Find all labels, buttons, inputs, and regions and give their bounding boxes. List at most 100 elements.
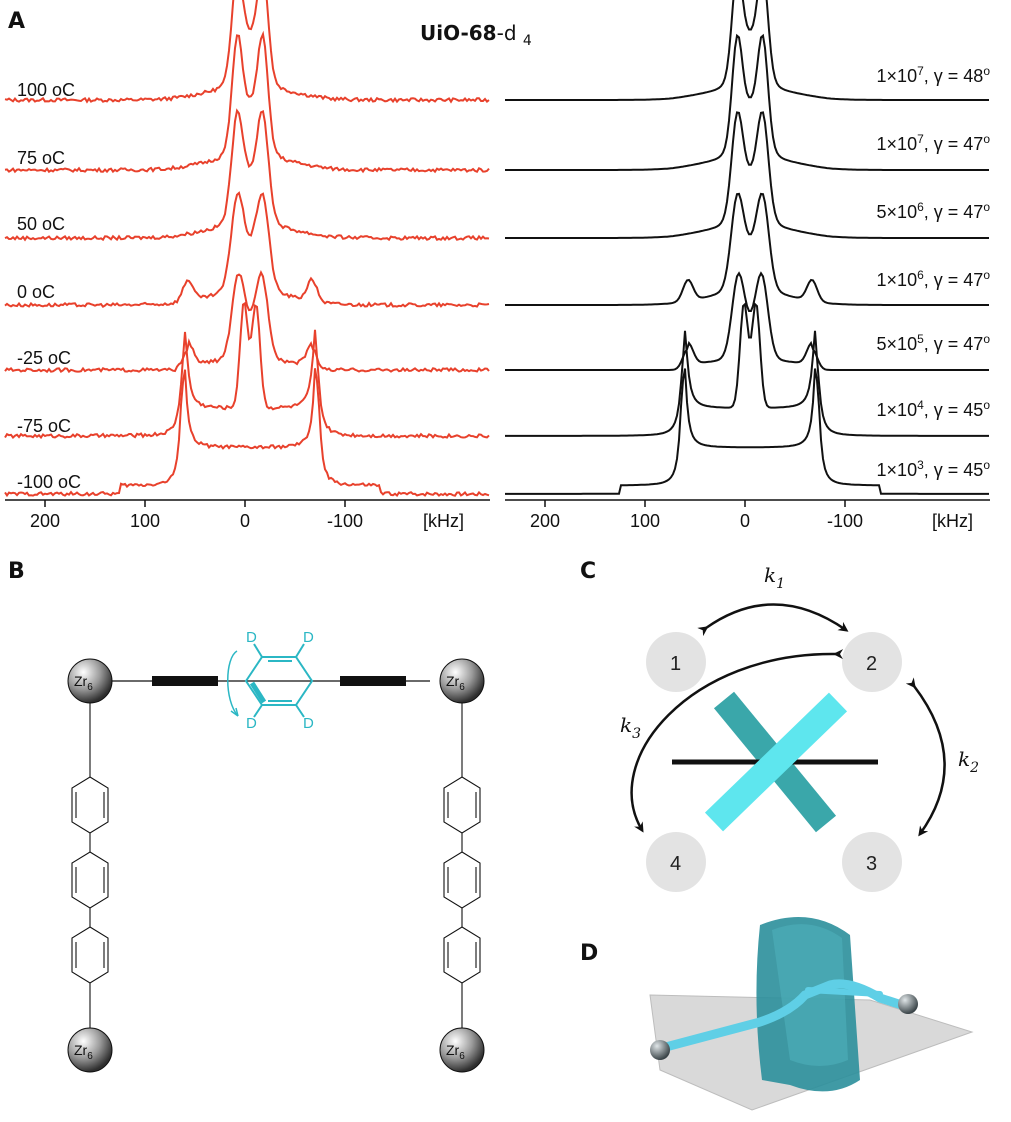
phenylene-ring bbox=[443, 776, 481, 834]
k1-arrow bbox=[697, 603, 849, 637]
spectrum-trace bbox=[505, 33, 989, 171]
panel-label-d: D bbox=[580, 941, 598, 966]
state-2-circle bbox=[842, 632, 902, 692]
k-symbol: k bbox=[620, 713, 632, 737]
zr6-cluster-top-left: Zr6 bbox=[67, 658, 113, 704]
state-1-label: 1 bbox=[670, 653, 681, 675]
experimental-spectra bbox=[4, 0, 490, 498]
spectrum-trace bbox=[4, 0, 490, 104]
tick-label: 200 bbox=[530, 511, 560, 531]
rate-base: 1×10 bbox=[877, 270, 918, 290]
angle-value: , γ = 47 bbox=[924, 334, 984, 354]
angle-degree: o bbox=[983, 64, 990, 78]
panel-a-title-bold: UiO-68 bbox=[420, 21, 497, 45]
k2-arrow bbox=[905, 677, 946, 837]
panel-label-c: C bbox=[580, 559, 596, 584]
angle-value: , γ = 47 bbox=[924, 270, 984, 290]
spectrum-trace bbox=[505, 192, 989, 306]
rate-base: 1×10 bbox=[877, 400, 918, 420]
temperature-label: 50 oC bbox=[17, 214, 65, 234]
experimental-axis-unit: [kHz] bbox=[423, 511, 464, 531]
angle-value: , γ = 45 bbox=[924, 400, 984, 420]
tick-label: 100 bbox=[630, 511, 660, 531]
spectrum-trace bbox=[4, 191, 490, 309]
spectrum-trace bbox=[505, 368, 989, 495]
spectrum-trace bbox=[4, 108, 490, 242]
panel-label-b: B bbox=[8, 559, 25, 584]
rate-base: 5×10 bbox=[877, 202, 918, 222]
k-symbol: k bbox=[958, 747, 970, 771]
zr-subscript: 6 bbox=[459, 682, 465, 693]
deuterium-label: D bbox=[303, 715, 314, 732]
spectrum-trace bbox=[4, 270, 490, 374]
angle-degree: o bbox=[983, 458, 990, 472]
spectrum-trace bbox=[4, 368, 490, 498]
angle-degree: o bbox=[983, 398, 990, 412]
state-4-circle bbox=[646, 832, 706, 892]
rate-exponent: 5 bbox=[917, 332, 924, 346]
zr-symbol: Zr bbox=[446, 673, 460, 689]
phenylene-ring bbox=[71, 776, 109, 834]
angle-value: , γ = 45 bbox=[924, 460, 984, 480]
spectrum-trace bbox=[505, 302, 989, 437]
title-subscript: 4 bbox=[523, 33, 532, 49]
rate-exponent: 6 bbox=[917, 200, 924, 214]
simulation-label: 1×106, γ = 47o bbox=[877, 268, 991, 290]
tick-label: 200 bbox=[30, 511, 60, 531]
angle-value: , γ = 47 bbox=[924, 202, 984, 222]
zr6-cluster-top-right: Zr6 bbox=[439, 658, 485, 704]
cyan-linker-rod bbox=[805, 987, 883, 997]
temperature-label: -75 oC bbox=[17, 416, 71, 436]
rate-base: 1×10 bbox=[877, 66, 918, 86]
zr6-label: Zr6 bbox=[74, 673, 93, 693]
k1-label: k1 bbox=[764, 563, 785, 592]
triple-bond-left bbox=[152, 676, 218, 686]
k2-label: k2 bbox=[958, 747, 979, 776]
k3-label: k3 bbox=[620, 713, 641, 742]
zr6-label: Zr6 bbox=[446, 673, 465, 693]
zr6-label: Zr6 bbox=[74, 1042, 93, 1062]
tick-label: -100 bbox=[827, 511, 863, 531]
simulation-label: 5×106, γ = 47o bbox=[877, 200, 991, 222]
panel-a-title-suffix: -d bbox=[497, 21, 517, 45]
state-3-circle bbox=[842, 832, 902, 892]
deuterated-phenylene-rotor bbox=[227, 643, 314, 718]
zr-symbol: Zr bbox=[446, 1042, 460, 1058]
zr-symbol: Zr bbox=[74, 673, 88, 689]
zr-symbol: Zr bbox=[74, 1042, 88, 1058]
phenylene-ring bbox=[71, 926, 109, 984]
k-subscript: 2 bbox=[969, 760, 979, 776]
zr6-label: Zr6 bbox=[446, 1042, 465, 1062]
state-3-label: 3 bbox=[866, 853, 877, 875]
simulation-label: 1×107, γ = 47o bbox=[877, 132, 991, 154]
simulated-axis-unit: [kHz] bbox=[932, 511, 973, 531]
rate-exponent: 6 bbox=[917, 268, 924, 282]
angle-degree: o bbox=[983, 200, 990, 214]
k-symbol: k bbox=[764, 563, 776, 587]
spectrum-trace bbox=[505, 0, 989, 101]
state-4-label: 4 bbox=[670, 853, 681, 875]
temperature-label: 100 oC bbox=[17, 80, 75, 100]
zr-subscript: 6 bbox=[87, 1051, 93, 1062]
temperature-label: 75 oC bbox=[17, 148, 65, 168]
panel-d-3d-model bbox=[649, 917, 974, 1111]
zr6-cluster-bottom-left: Zr6 bbox=[67, 1027, 113, 1073]
rate-exponent: 7 bbox=[917, 132, 924, 146]
deuterium-label: D bbox=[246, 629, 257, 646]
spectrum-trace bbox=[4, 30, 490, 174]
simulated-spectra bbox=[505, 0, 989, 495]
angle-degree: o bbox=[983, 132, 990, 146]
simulation-label: 1×107, γ = 48o bbox=[877, 64, 991, 86]
zr-subscript: 6 bbox=[459, 1051, 465, 1062]
spectrum-trace bbox=[505, 111, 989, 239]
panel-b-structure: D D D D Zr6 Zr6 Zr6 Zr6 bbox=[67, 629, 485, 1073]
deuterium-label: D bbox=[246, 715, 257, 732]
spectrum-trace bbox=[4, 301, 490, 440]
rate-base: 1×10 bbox=[877, 134, 918, 154]
triple-bond-right bbox=[340, 676, 406, 686]
k3-arrow bbox=[630, 649, 844, 833]
